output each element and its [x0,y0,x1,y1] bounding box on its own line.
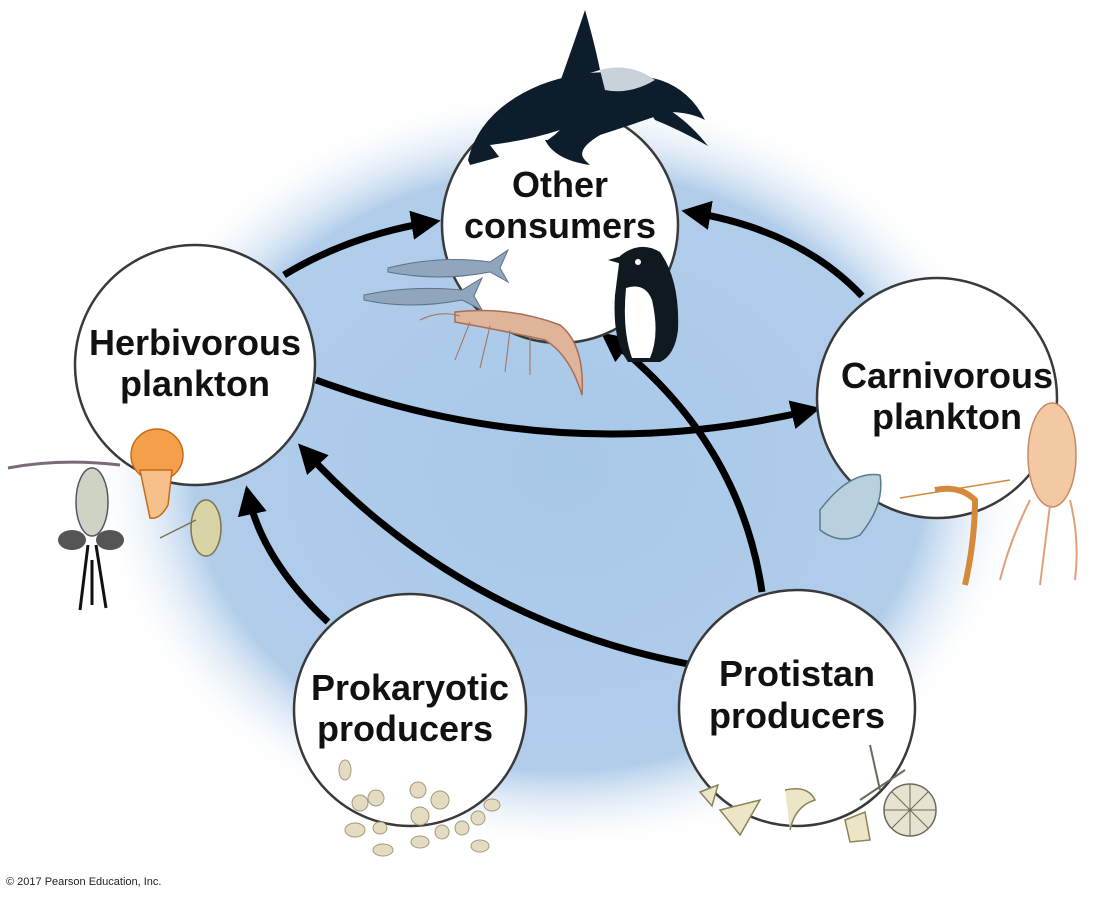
arrow-herbivorous-to-other [282,210,441,278]
prokaryotic-producers-label-line1: Prokaryotic [311,667,509,708]
salp-icon [819,473,882,540]
orca-icon [468,10,708,165]
carnivorous-plankton-label-line1: Carnivorous [841,355,1053,396]
protistan-producers-label-line2: producers [709,695,885,736]
penguin-icon [608,246,679,362]
arrow-protistan-to-other [601,332,766,593]
prokaryotic-producers-label-line2: producers [317,708,493,749]
diatom-icon [859,744,937,837]
arrow-prokaryotic-to-herbivorous [237,485,331,625]
node-protistan-producers: Protistan producers [677,588,917,828]
fish-icon [363,248,510,312]
siphonophore-icon [999,402,1078,586]
cyanobacteria-icon [338,759,501,857]
herbivorous-plankton-label-line1: Herbivorous [89,322,301,363]
other-consumers-label-line2: consumers [464,205,656,246]
copyright-notice: © 2017 Pearson Education, Inc. [6,876,162,888]
krill-icon [419,309,584,396]
rotifer-icon [159,499,222,557]
node-prokaryotic-producers: Prokaryotic producers [292,592,528,828]
arrow-carnivorous-to-other [681,200,865,299]
dinoflagellate-icon [698,783,871,843]
herbivorous-plankton-label-line2: plankton [120,363,270,404]
larva-icon [130,428,184,519]
carnivorous-plankton-label-line2: plankton [872,396,1022,437]
arrow-herbivorous-to-carnivorous [314,376,821,438]
arrows [237,200,865,668]
protistan-producers-label-line1: Protistan [719,653,875,694]
shrimp-larva-icon [899,479,1011,586]
arrow-protistan-to-herbivorous [298,443,689,668]
node-carnivorous-plankton: Carnivorous plankton [815,276,1059,520]
copepod-icon [7,460,124,611]
node-herbivorous-plankton: Herbivorous plankton [73,243,317,487]
other-consumers-label-line1: Other [512,164,608,205]
